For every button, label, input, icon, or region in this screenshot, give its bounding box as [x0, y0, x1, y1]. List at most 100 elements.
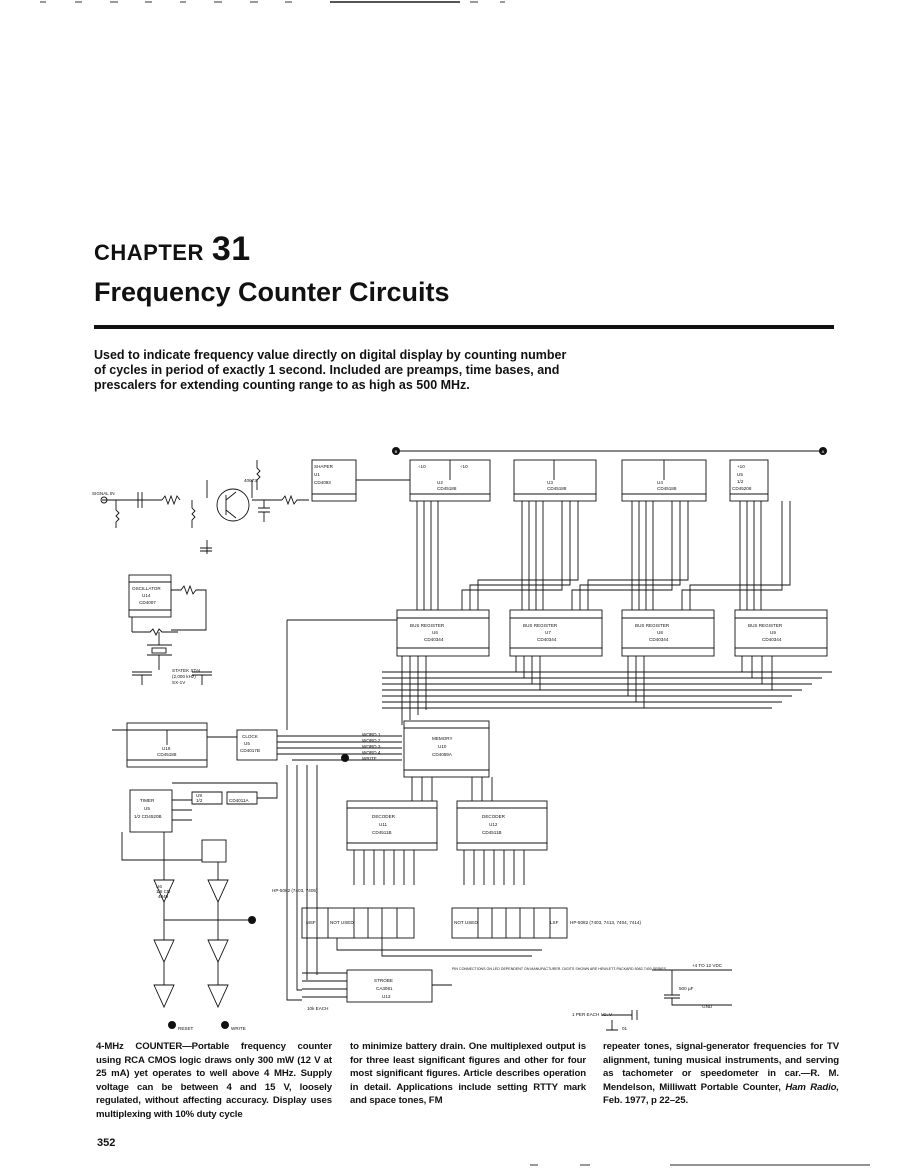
clock-unit: U5	[244, 741, 250, 746]
u2-divider-b: ÷10	[460, 464, 468, 469]
bus-register-u6-label: BUS REGISTER	[410, 623, 445, 628]
timer-unit: U5	[144, 806, 150, 811]
time-base-unit: U16	[162, 746, 171, 751]
bus-register-u8-unit: U8	[657, 630, 663, 635]
u2-part: CD45188	[437, 486, 457, 491]
strobe-label: STROBE	[374, 978, 393, 983]
memory-part: CD4059A	[432, 752, 453, 757]
chapter-intro: Used to indicate frequency value directl…	[94, 348, 567, 392]
clock-label: CLOCK	[242, 734, 259, 739]
u5-half: 1/2	[737, 479, 744, 484]
u4-part: CD45188	[657, 486, 677, 491]
shaper-unit: U1	[314, 472, 320, 477]
crystal-part: SX-1V	[172, 680, 186, 685]
caption-column-3: repeater tones, signal-generator frequen…	[603, 1040, 839, 1108]
display-not-used-left: NOT USED	[330, 920, 354, 925]
bus-register-u9-part: CD40344	[762, 637, 782, 642]
title-rule	[94, 325, 834, 329]
u4-unit: U4	[657, 480, 663, 485]
page-number: 352	[97, 1137, 116, 1149]
display-left-part: HP-5082 (7403, 7405)	[272, 888, 318, 893]
decoder-u12-unit: U12	[489, 822, 498, 827]
chapter-word: CHAPTER	[94, 240, 204, 265]
page-title: Frequency Counter Circuits	[94, 277, 450, 307]
u2-unit: U2	[437, 480, 443, 485]
bus-register-u6-part: CD40344	[424, 637, 444, 642]
bus-register-u9-unit: U9	[770, 630, 776, 635]
crystal-frequency: (2,000 kHz)	[172, 674, 196, 679]
gate-part: CD4011A	[229, 798, 250, 803]
timer-label: TIMER	[140, 798, 155, 803]
chapter-heading: CHAPTER 31	[94, 230, 251, 269]
scan-edge-marks	[40, 1, 505, 3]
bus-register-u6-unit: U6	[432, 630, 438, 635]
caption-date: Feb. 1977, p 22–25.	[603, 1095, 689, 1106]
supply-capacitor: 500 µF	[679, 986, 694, 991]
supply-voltage: +4 TO 12 VDC	[692, 963, 723, 968]
bus-register-u8-part: CD40344	[649, 637, 669, 642]
caption-body-1: Portable frequency counter using RCA CMO…	[96, 1041, 332, 1120]
clock-part: CD4017B	[240, 748, 260, 753]
buffer-fraction: 1/6 CD	[156, 889, 171, 894]
caption-source: Ham Radio,	[785, 1081, 839, 1093]
caption-column-2: to minimize battery drain. One multiplex…	[350, 1041, 586, 1106]
oscillator-label: OSCILLATOR	[132, 586, 161, 591]
u5-prescale: +10	[737, 464, 745, 469]
reset-label: RESET	[178, 1026, 194, 1031]
oscillator-unit: U14	[142, 593, 151, 598]
chapter-number: 31	[211, 230, 251, 268]
decoder-u11-part: CD4511B	[372, 830, 392, 835]
memory-unit: U10	[438, 744, 447, 749]
word-line-4: WORD 4	[362, 750, 381, 755]
write-label: WRITE	[231, 1026, 246, 1031]
memory-label: MEMORY	[432, 736, 453, 741]
schematic-drawing: SHAPER U1 CD4093 ÷10 ÷10 U2 CD45188 U3 C…	[92, 447, 832, 1031]
buffer-part: 4049	[158, 894, 169, 899]
pin-connection-note: PIN CONNECTIONS ON LED DEPENDENT ON MANU…	[452, 967, 667, 971]
bus-register-u9-label: BUS REGISTER	[748, 623, 783, 628]
display-msf: MSF	[306, 920, 316, 925]
oscillator-part: CD4007	[139, 600, 156, 605]
word-line-1: WORD 1	[362, 732, 381, 737]
caption-body-3: repeater tones, signal-generator frequen…	[603, 1041, 839, 1093]
marker-a-top: A	[822, 449, 825, 454]
bus-register-u7-label: BUS REGISTER	[523, 623, 558, 628]
display-not-used-right: NOT USED	[454, 920, 478, 925]
strobe-part: CA3081	[376, 986, 393, 991]
supply-bypass-note: 1 PER EACH I.C. V	[572, 1012, 613, 1017]
gate-fraction: 1/2	[196, 798, 203, 803]
gate-unit: U9	[196, 793, 202, 798]
crystal-label: STATEK XTAL	[172, 668, 202, 673]
transistor-label: 40673	[244, 478, 257, 483]
bus-register-u8-label: BUS REGISTER	[635, 623, 670, 628]
time-base-part: CD45188	[157, 752, 177, 757]
resistor-note: 10k EACH	[307, 1006, 328, 1011]
signal-input-label: SIGNAL IN	[92, 491, 115, 496]
caption-heading: 4-MHz COUNTER—	[96, 1041, 192, 1052]
scan-bottom-marks	[530, 1164, 870, 1166]
display-right-part: HP-5082 (7403, 7413, 7404, 7414)	[570, 920, 641, 925]
decoder-u11-unit: U11	[379, 822, 388, 827]
word-line-2: WORD 2	[362, 738, 381, 743]
frequency-counter-schematic: SHAPER U1 CD4093 ÷10 ÷10 U2 CD45188 U3 C…	[92, 440, 852, 1035]
u5-part: CD45208	[732, 486, 752, 491]
bus-register-u7-unit: U7	[545, 630, 551, 635]
u3-part: CD45188	[547, 486, 567, 491]
marker-b-top: B	[395, 449, 398, 454]
buffer-unit: U6	[156, 884, 162, 889]
decoder-u12-part: CD4511B	[482, 830, 502, 835]
caption-column-1: 4-MHz COUNTER—Portable frequency counter…	[96, 1040, 332, 1121]
word-line-3: WORD 3	[362, 744, 381, 749]
display-lsf: LSF	[550, 920, 559, 925]
write-line: WRITE	[362, 756, 377, 761]
bus-register-u7-part: CD40344	[537, 637, 557, 642]
shaper-label: SHAPER	[314, 464, 334, 469]
supply-ground: GND	[702, 1004, 713, 1009]
strobe-unit: U13	[382, 994, 391, 999]
timer-part: 1/2 CD4520B	[134, 814, 162, 819]
u2-divider-a: ÷10	[418, 464, 426, 469]
shaper-part: CD4093	[314, 480, 331, 485]
decoder-u11-label: DECODER	[372, 814, 396, 819]
decoder-u12-label: DECODER	[482, 814, 506, 819]
u3-unit: U3	[547, 480, 553, 485]
